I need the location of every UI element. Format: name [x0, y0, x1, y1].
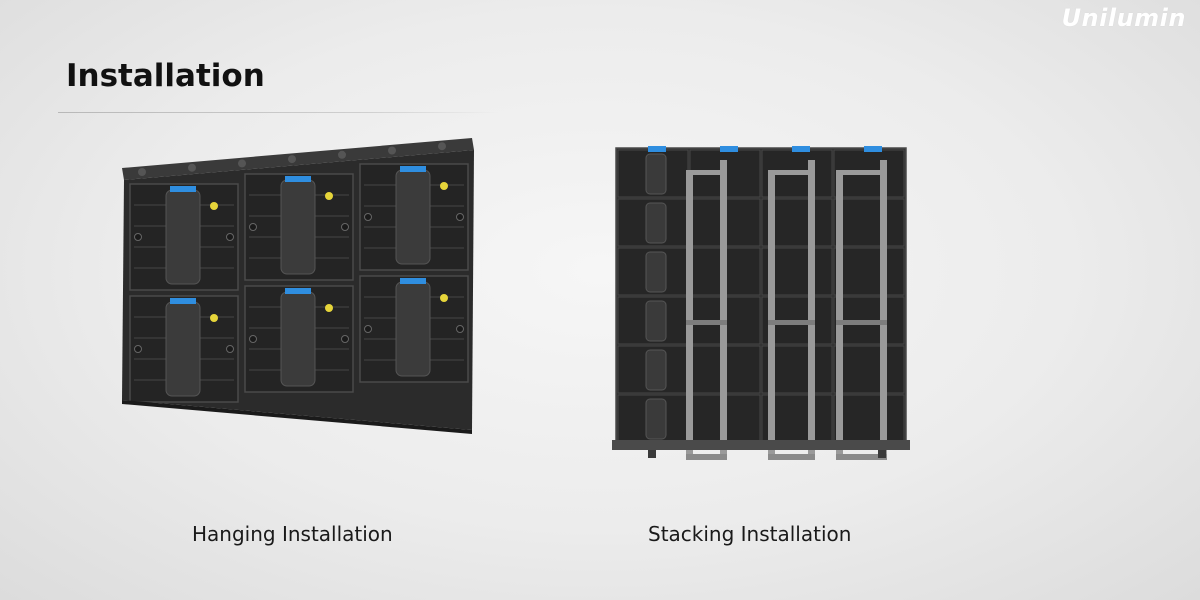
yellow-connector-icon	[440, 294, 448, 302]
support-frame-post	[768, 170, 775, 460]
blue-connector-icon	[648, 146, 666, 152]
hanging-hook-icon	[238, 159, 246, 168]
yellow-connector-icon	[325, 304, 333, 312]
lock-icon	[249, 223, 257, 231]
hanging-hook-icon	[338, 150, 346, 159]
blue-connector-icon	[170, 186, 196, 192]
support-frame-bar	[768, 170, 815, 175]
led-cabinet	[833, 345, 905, 394]
yellow-connector-icon	[210, 202, 218, 210]
cabinet-handle	[165, 189, 201, 285]
yellow-connector-icon	[210, 314, 218, 322]
cabinet-handle	[280, 291, 316, 387]
wall-bottom-edge	[122, 400, 472, 434]
cabinet-handle	[645, 153, 667, 195]
lock-icon	[249, 335, 257, 343]
cabinet-handle	[645, 398, 667, 440]
support-frame-post	[880, 160, 887, 460]
blue-connector-icon	[400, 166, 426, 172]
lock-icon	[134, 233, 142, 241]
leveling-foot-icon	[648, 450, 656, 458]
led-cabinet	[833, 198, 905, 247]
lock-icon	[226, 345, 234, 353]
hanging-hook-icon	[188, 163, 196, 172]
blue-connector-icon	[285, 288, 311, 294]
yellow-connector-icon	[440, 182, 448, 190]
support-frame-post	[808, 160, 815, 460]
cabinet-handle	[645, 251, 667, 293]
lock-icon	[341, 223, 349, 231]
support-frame-post	[686, 170, 693, 460]
blue-connector-icon	[285, 176, 311, 182]
slide-title: Installation	[66, 58, 265, 94]
blue-connector-icon	[792, 146, 810, 152]
hanging-hook-icon	[288, 155, 296, 164]
title-divider	[58, 112, 498, 113]
support-frame-bar	[836, 170, 887, 175]
unilumin-logo: Unilumin	[1061, 4, 1186, 32]
blue-connector-icon	[400, 278, 426, 284]
hanging-hook-icon	[388, 146, 396, 155]
leveling-foot-icon	[878, 450, 886, 458]
hanging-cabinet-wall-graphic	[122, 138, 474, 434]
cabinet-handle	[395, 281, 431, 377]
lock-icon	[364, 325, 372, 333]
wall-base	[612, 440, 910, 450]
lock-icon	[341, 335, 349, 343]
cabinet-handle	[395, 169, 431, 265]
hanging-hook-icon	[138, 168, 146, 176]
lock-icon	[226, 233, 234, 241]
cabinet-handle	[280, 179, 316, 275]
support-frame-bar	[836, 320, 887, 325]
support-frame-base	[686, 454, 727, 460]
yellow-connector-icon	[325, 192, 333, 200]
lock-icon	[134, 345, 142, 353]
support-frame-bar	[686, 170, 727, 175]
stacking-installation-image	[608, 140, 918, 470]
cabinet-handle	[645, 202, 667, 244]
led-cabinet	[833, 394, 905, 443]
blue-connector-icon	[864, 146, 882, 152]
hanging-installation-image	[112, 130, 482, 440]
stacking-installation-caption: Stacking Installation	[648, 522, 852, 546]
led-cabinet	[833, 247, 905, 296]
support-frame-post	[720, 160, 727, 460]
support-frame-bar	[686, 320, 727, 325]
lock-icon	[456, 213, 464, 221]
cabinet-handle	[165, 301, 201, 397]
lock-icon	[364, 213, 372, 221]
support-frame-bar	[768, 320, 815, 325]
blue-connector-icon	[720, 146, 738, 152]
blue-connector-icon	[170, 298, 196, 304]
hanging-bar	[122, 138, 474, 180]
stacking-cabinet-wall-graphic	[612, 146, 910, 460]
hanging-installation-caption: Hanging Installation	[192, 522, 393, 546]
hanging-hook-icon	[438, 142, 446, 151]
cabinet-handle	[645, 300, 667, 342]
lock-icon	[456, 325, 464, 333]
support-frame-base	[836, 454, 887, 460]
support-frame-base	[768, 454, 815, 460]
support-frame-post	[836, 170, 843, 460]
cabinet-handle	[645, 349, 667, 391]
